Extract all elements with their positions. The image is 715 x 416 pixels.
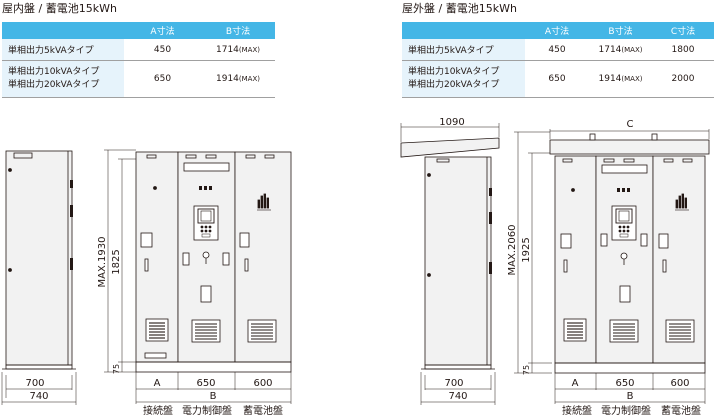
outdoor-height-max: MAX.2060 <box>507 225 518 276</box>
outdoor-panel-power-control: 電力制御盤 <box>601 404 651 416</box>
indoor-front-view <box>135 151 292 373</box>
indoor-col-650: 650 <box>196 378 215 389</box>
outdoor-side-view <box>400 123 500 405</box>
outdoor-height-dimensions <box>514 131 552 374</box>
cell-b-unit: (MAX) <box>621 75 643 83</box>
table-row: 単相出力5kVAタイプ 450 1714(MAX) 1800 <box>402 39 714 61</box>
outdoor-roof-depth: 1090 <box>439 117 464 128</box>
outdoor-col-600: 600 <box>670 378 689 389</box>
cell-c: 2000 <box>652 60 714 98</box>
row-label: 単相出力5kVAタイプ <box>2 39 124 61</box>
cell-b-value: 1714 <box>598 44 622 55</box>
cell-a: 450 <box>124 39 201 61</box>
indoor-width-dimensions <box>135 372 292 404</box>
outdoor-panel-battery: 蓄電池盤 <box>661 404 701 416</box>
indoor-side-depth: 700 <box>25 378 44 389</box>
cell-c: 1800 <box>652 39 714 61</box>
indoor-height-max: MAX.1930 <box>97 237 108 288</box>
row-label: 単相出力5kVAタイプ <box>402 39 525 61</box>
table-row: 単相出力10kVAタイプ 単相出力20kVAタイプ 650 1914(MAX) … <box>402 60 714 98</box>
row-label-line: 単相出力20kVAタイプ <box>8 80 100 90</box>
cell-a: 650 <box>525 60 589 98</box>
outdoor-side-total: 740 <box>448 391 467 402</box>
indoor-title: 屋内盤 / 蓄電池15kWh <box>2 2 117 15</box>
indoor-side-total: 740 <box>29 391 48 402</box>
cell-b-unit: (MAX) <box>238 45 260 54</box>
outdoor-col-a: A <box>572 378 579 389</box>
indoor-base-height: 75 <box>112 364 121 374</box>
indoor-col-a: A <box>154 378 161 389</box>
outdoor-height: 1925 <box>521 237 532 262</box>
indoor-panel-connection: 接続盤 <box>143 404 173 416</box>
indoor-side-view <box>1 150 77 405</box>
header-blank <box>402 22 525 39</box>
row-label: 単相出力10kVAタイプ 単相出力20kVAタイプ <box>2 60 124 98</box>
outdoor-side-depth: 700 <box>444 378 463 389</box>
indoor-panel-battery: 蓄電池盤 <box>243 404 283 416</box>
indoor-height-dimensions <box>104 149 136 373</box>
indoor-spec-table: A寸法 B寸法 単相出力5kVAタイプ 450 1714(MAX) 単相出力10… <box>2 22 275 98</box>
table-row: 単相出力5kVAタイプ 450 1714(MAX) <box>2 39 275 61</box>
header-a: A寸法 <box>525 22 589 39</box>
outdoor-col-650: 650 <box>615 378 634 389</box>
outdoor-base-height: 75 <box>522 365 531 375</box>
outdoor-front-view <box>549 129 710 374</box>
row-label: 単相出力10kVAタイプ 単相出力20kVAタイプ <box>402 60 525 98</box>
outdoor-width-dimensions <box>554 373 706 404</box>
cell-a: 450 <box>525 39 589 61</box>
outdoor-total-b: B <box>627 391 634 402</box>
cell-b: 1714(MAX) <box>201 39 275 61</box>
table-row: 単相出力10kVAタイプ 単相出力20kVAタイプ 650 1914(MAX) <box>2 60 275 98</box>
table-header-row: A寸法 B寸法 C寸法 <box>402 22 714 39</box>
indoor-total-b: B <box>210 391 217 402</box>
header-a: A寸法 <box>124 22 201 39</box>
table-header-row: A寸法 B寸法 <box>2 22 275 39</box>
cell-a: 650 <box>124 60 201 98</box>
indoor-col-600: 600 <box>253 378 272 389</box>
row-label-line: 単相出力10kVAタイプ <box>408 67 500 77</box>
row-label-line: 単相出力20kVAタイプ <box>408 80 500 90</box>
cell-b-unit: (MAX) <box>238 75 260 83</box>
row-label-line: 単相出力10kVAタイプ <box>8 67 100 77</box>
cell-b: 1914(MAX) <box>201 60 275 98</box>
cell-b-unit: (MAX) <box>621 45 643 54</box>
header-b: B寸法 <box>589 22 652 39</box>
outdoor-panel-connection: 接続盤 <box>562 404 592 416</box>
header-c: C寸法 <box>652 22 714 39</box>
indoor-panel-power-control: 電力制御盤 <box>182 404 232 416</box>
outdoor-spec-table: A寸法 B寸法 C寸法 単相出力5kVAタイプ 450 1714(MAX) 18… <box>402 22 714 98</box>
cell-b-value: 1714 <box>216 44 239 55</box>
cell-b: 1914(MAX) <box>589 60 652 98</box>
cell-b-value: 1914 <box>598 74 622 84</box>
cell-b-value: 1914 <box>216 74 239 84</box>
outdoor-title: 屋外盤 / 蓄電池15kWh <box>402 2 517 15</box>
cell-b: 1714(MAX) <box>589 39 652 61</box>
header-b: B寸法 <box>201 22 275 39</box>
indoor-height: 1825 <box>111 249 122 274</box>
outdoor-roof-width-c: C <box>627 119 634 130</box>
header-blank <box>2 22 124 39</box>
